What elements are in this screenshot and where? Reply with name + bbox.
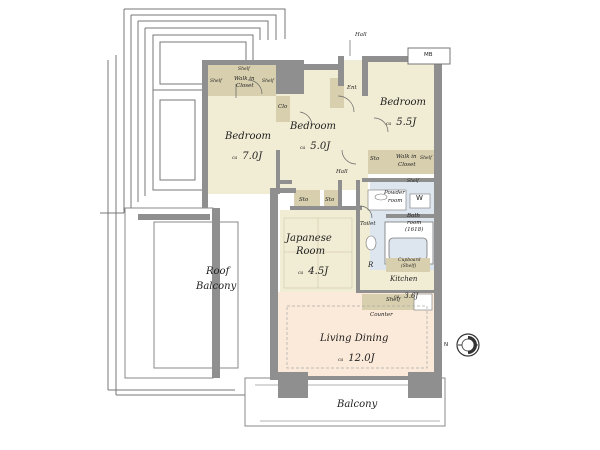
storage-label-2: Sto xyxy=(299,197,309,203)
unit-floor xyxy=(208,60,436,376)
bedroom-3-name: Bedroom xyxy=(380,97,426,108)
roof-balcony xyxy=(124,207,239,379)
roof-balcony-label-line2: Balcony xyxy=(196,281,237,292)
roof-balcony-label-line1: Roof xyxy=(206,266,230,277)
toilet-label: Toilet xyxy=(360,221,376,227)
shelf-label-b: Shelf xyxy=(210,79,222,84)
mb-label: MB xyxy=(424,52,433,58)
walkin-closet-2-line2: Closet xyxy=(398,162,416,168)
living-dining-size: ca 12.0J xyxy=(338,353,375,364)
bedroom-2-name: Bedroom xyxy=(290,121,336,132)
door-swings xyxy=(235,40,389,219)
hall-top-label: Hall xyxy=(355,32,367,38)
walkin-closet-1-line1: Walk in xyxy=(234,76,255,82)
cupboard-line1: Cupboard xyxy=(398,258,421,263)
compass-icon xyxy=(456,333,480,357)
counter-label: Counter xyxy=(370,312,393,318)
bedroom-1-name: Bedroom xyxy=(225,131,271,142)
walkin-closet-2-line1: Walk in xyxy=(396,154,417,160)
closet-label: Clo xyxy=(278,104,288,110)
bedroom-3-size: ca 5.5J xyxy=(386,117,417,128)
japanese-room-name-line2: Room xyxy=(296,246,326,257)
compass-north-label: N xyxy=(444,342,449,348)
kitchen-size: ca 3.6J xyxy=(394,292,419,300)
hall-mid-label: Hall xyxy=(336,169,348,175)
powder-room-line2: room xyxy=(388,198,403,204)
shelf-label-d: Shelf xyxy=(420,156,432,161)
living-dining-name: Living Dining xyxy=(320,333,389,344)
storage-label-1: Sto xyxy=(370,156,380,162)
walls xyxy=(202,47,451,398)
washer-label: W xyxy=(416,194,423,202)
japanese-room-size: ca 4.5J xyxy=(298,266,329,277)
cupboard-line2: (Shelf) xyxy=(401,264,417,269)
bedroom-1-size: ca 7.0J xyxy=(232,151,263,162)
powder-room-line1: Powder xyxy=(384,190,405,196)
storage-label-3: Sto xyxy=(325,197,335,203)
shelf-label-e: Shelf xyxy=(407,179,419,184)
bathroom-line3: (1618) xyxy=(405,227,424,233)
japanese-room-name-line1: Japanese xyxy=(286,233,332,244)
refrigerator-label: R xyxy=(368,261,374,269)
bathroom-line2: room xyxy=(407,220,422,226)
bathroom-line1: Bath xyxy=(407,213,421,219)
entrance-label: Ent xyxy=(347,85,357,91)
shelf-label-c: Shelf xyxy=(262,79,274,84)
walkin-closet-1-line2: Closet xyxy=(236,83,254,89)
kitchen-name: Kitchen xyxy=(390,275,418,283)
kitchen-shelf-label: Shelf xyxy=(386,297,401,303)
shelf-label-a: Shelf xyxy=(238,67,250,72)
balcony-label: Balcony xyxy=(337,399,378,410)
bedroom-2-size: ca 5.0J xyxy=(300,141,331,152)
